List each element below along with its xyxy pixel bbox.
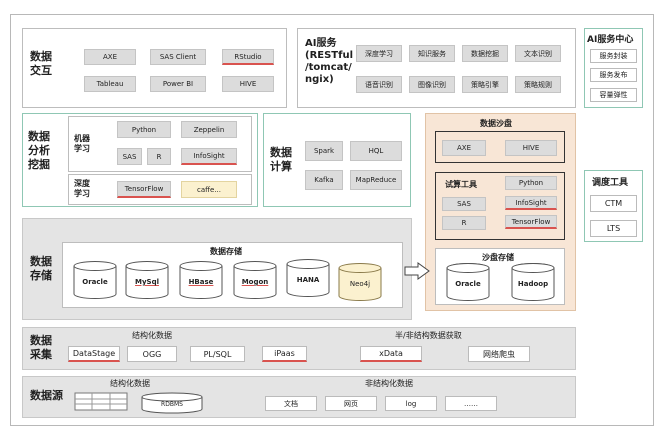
image-recognition-button[interactable]: 图像识别 bbox=[409, 76, 455, 93]
data-collection-title: 数据 采集 bbox=[30, 334, 52, 361]
xdata-button[interactable]: xData bbox=[360, 346, 422, 362]
trial-tools-label: 试算工具 bbox=[445, 180, 477, 189]
axe-button[interactable]: AXE bbox=[84, 49, 136, 65]
sandbox-hive-button[interactable]: HIVE bbox=[505, 140, 557, 156]
log-button[interactable]: log bbox=[385, 396, 437, 411]
sandbox-r-button[interactable]: R bbox=[442, 216, 486, 230]
trial-tools-box bbox=[435, 172, 565, 240]
oracle-label: Oracle bbox=[82, 278, 108, 286]
sandbox-oracle-cylinder: Oracle bbox=[445, 262, 491, 302]
cylinder-icon bbox=[179, 261, 223, 299]
hana-cylinder: HANA bbox=[285, 258, 331, 298]
text-recognition-button[interactable]: 文本识别 bbox=[515, 45, 561, 62]
mysql-cylinder: MySql bbox=[124, 260, 170, 300]
machine-learning-label: 机器 学习 bbox=[74, 134, 90, 153]
sandbox-oracle-label: Oracle bbox=[455, 280, 481, 288]
sandbox-axe-button[interactable]: AXE bbox=[442, 140, 486, 156]
zeppelin-button[interactable]: Zeppelin bbox=[181, 121, 237, 138]
capacity-elastic-button[interactable]: 容量弹性 bbox=[590, 88, 637, 102]
cylinder-icon bbox=[286, 259, 330, 297]
mysql-label: MySql bbox=[135, 278, 159, 286]
source-unstructured-label: 非结构化数据 bbox=[365, 379, 413, 388]
neo4j-cylinder: Neo4j bbox=[337, 262, 383, 302]
ai-service-title: AI服务 (RESTful /tomcat/ ngix) bbox=[305, 38, 354, 85]
strategy-rules-button[interactable]: 策略规则 bbox=[515, 76, 561, 93]
data-storage-title: 数据 存储 bbox=[30, 255, 52, 282]
strategy-engine-button[interactable]: 策略引擎 bbox=[462, 76, 508, 93]
source-structured-label: 结构化数据 bbox=[110, 379, 150, 388]
mogon-label: Mogon bbox=[241, 278, 269, 286]
rstudio-button[interactable]: RStudio bbox=[222, 49, 274, 65]
scheduler-title: 调度工具 bbox=[592, 178, 629, 188]
service-publish-button[interactable]: 服务发布 bbox=[590, 68, 637, 82]
kafka-button[interactable]: Kafka bbox=[305, 170, 343, 190]
data-mining-button[interactable]: 数据挖掘 bbox=[462, 45, 508, 62]
spark-button[interactable]: Spark bbox=[305, 141, 343, 161]
sandbox-infosight-button[interactable]: InfoSight bbox=[505, 196, 557, 210]
database-table-icon bbox=[74, 392, 128, 411]
tableau-button[interactable]: Tableau bbox=[84, 76, 136, 92]
plsql-button[interactable]: PL/SQL bbox=[190, 346, 245, 362]
deep-learning-label: 深度 学习 bbox=[74, 179, 90, 198]
data-sandbox-title: 数据沙盘 bbox=[480, 119, 512, 128]
sandbox-hadoop-cylinder: Hadoop bbox=[510, 262, 556, 302]
power-bi-button[interactable]: Power BI bbox=[150, 76, 206, 92]
speech-recognition-button[interactable]: 语音识别 bbox=[356, 76, 402, 93]
rdbms-cylinder: RDBMS bbox=[140, 392, 204, 414]
sandbox-tensorflow-button[interactable]: TensorFlow bbox=[505, 215, 557, 229]
caffe-button[interactable]: caffe... bbox=[181, 181, 237, 198]
hive-button[interactable]: HIVE bbox=[222, 76, 274, 92]
oracle-cylinder: Oracle bbox=[72, 260, 118, 300]
lts-button[interactable]: LTS bbox=[590, 220, 637, 237]
structured-data-label: 结构化数据 bbox=[132, 331, 172, 340]
cylinder-icon bbox=[233, 261, 277, 299]
hql-button[interactable]: HQL bbox=[350, 141, 402, 161]
r-button[interactable]: R bbox=[147, 148, 171, 165]
neo4j-label: Neo4j bbox=[349, 280, 371, 288]
tensorflow-button[interactable]: TensorFlow bbox=[117, 181, 171, 198]
cylinder-icon bbox=[446, 263, 490, 301]
rdbms-label: RDBMS bbox=[161, 401, 183, 408]
deep-learning-button[interactable]: 深度学习 bbox=[356, 45, 402, 62]
ai-center-title: AI服务中心 bbox=[587, 35, 634, 45]
sandbox-storage-title: 沙盘存储 bbox=[482, 253, 514, 262]
infosight-button[interactable]: InfoSight bbox=[181, 148, 237, 165]
sandbox-top-box bbox=[435, 131, 565, 163]
hana-label: HANA bbox=[296, 276, 320, 284]
cylinder-icon bbox=[338, 263, 382, 301]
sandbox-hadoop-label: Hadoop bbox=[517, 280, 549, 288]
document-button[interactable]: 文档 bbox=[265, 396, 317, 411]
python-button[interactable]: Python bbox=[117, 121, 171, 138]
data-analysis-title: 数据 分析 挖掘 bbox=[28, 130, 50, 171]
webpage-button[interactable]: 网页 bbox=[325, 396, 377, 411]
arrow-right-icon bbox=[404, 262, 430, 280]
web-crawler-button[interactable]: 网络爬虫 bbox=[468, 346, 530, 362]
datastage-button[interactable]: DataStage bbox=[68, 346, 120, 362]
more-button[interactable]: …… bbox=[445, 396, 497, 411]
sas-client-button[interactable]: SAS Client bbox=[150, 49, 206, 65]
ctm-button[interactable]: CTM bbox=[590, 195, 637, 212]
ipaas-button[interactable]: iPaas bbox=[262, 346, 307, 362]
hbase-cylinder: HBase bbox=[178, 260, 224, 300]
sas-button[interactable]: SAS bbox=[117, 148, 142, 165]
service-package-button[interactable]: 服务封装 bbox=[590, 49, 637, 63]
cylinder-icon bbox=[511, 263, 555, 301]
data-interaction-panel bbox=[22, 28, 287, 108]
semi-structured-label: 半/非结构数据获取 bbox=[395, 331, 462, 340]
cylinder-icon bbox=[125, 261, 169, 299]
ai-service-panel bbox=[297, 28, 576, 108]
cylinder-icon bbox=[141, 392, 203, 414]
cylinder-icon bbox=[73, 261, 117, 299]
data-source-title: 数据源 bbox=[30, 389, 63, 402]
hbase-label: HBase bbox=[188, 278, 214, 286]
data-storage-inner-title: 数据存储 bbox=[210, 247, 242, 256]
sandbox-python-button[interactable]: Python bbox=[505, 176, 557, 190]
data-compute-title: 数据 计算 bbox=[270, 146, 292, 173]
ogg-button[interactable]: OGG bbox=[127, 346, 177, 362]
mogon-cylinder: Mogon bbox=[232, 260, 278, 300]
mapreduce-button[interactable]: MapReduce bbox=[350, 170, 402, 190]
sandbox-sas-button[interactable]: SAS bbox=[442, 197, 486, 211]
knowledge-service-button[interactable]: 知识服务 bbox=[409, 45, 455, 62]
data-interaction-title: 数据 交互 bbox=[30, 50, 52, 77]
